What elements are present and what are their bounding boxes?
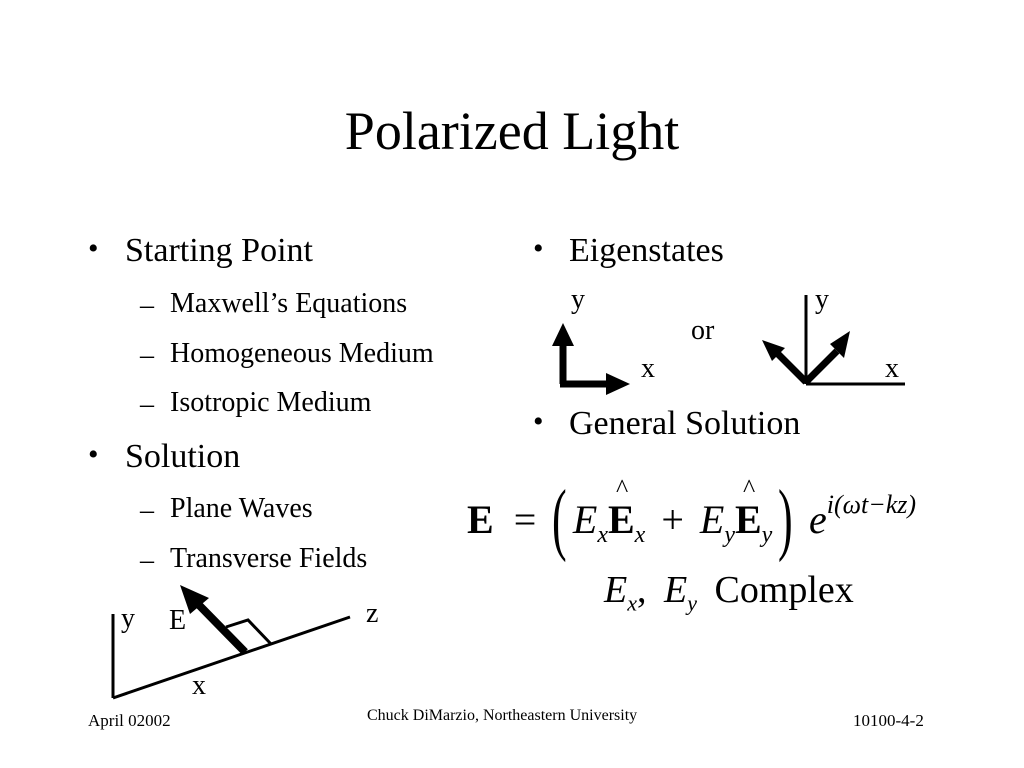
footer-date: April 02002 — [88, 711, 171, 730]
sub-transverse: Transverse Fields — [170, 543, 368, 574]
plane-z-label: z — [366, 598, 379, 629]
or-label: or — [691, 315, 715, 346]
plane-wave-diagram — [111, 585, 351, 700]
complex-statement: Ex, Ey Complex — [604, 569, 854, 616]
dash: – — [140, 545, 154, 576]
dash: – — [140, 495, 154, 526]
dash: – — [140, 389, 154, 420]
bullet-dot: • — [88, 232, 99, 265]
slide-title: Polarized Light — [344, 101, 680, 161]
dash: – — [140, 290, 154, 321]
bullet-starting-point: Starting Point — [125, 232, 313, 269]
bullet-solution: Solution — [125, 438, 241, 475]
eigen2-x-label: x — [885, 353, 899, 384]
eigen2-y-label: y — [815, 284, 829, 315]
bullet-dot: • — [533, 405, 544, 438]
bullet-general-solution: General Solution — [569, 405, 801, 442]
eigenstate-diagonal-diagram — [762, 295, 905, 386]
eigen1-y-label: y — [571, 284, 585, 315]
dash: – — [140, 340, 154, 371]
bullet-eigenstates: Eigenstates — [569, 232, 724, 269]
sub-maxwell: Maxwell’s Equations — [170, 288, 408, 319]
plane-y-label: y — [121, 603, 135, 634]
bullet-dot: • — [88, 438, 99, 471]
eigenstate-linear-diagram — [552, 323, 630, 395]
footer-page-number: 10100-4-2 — [853, 711, 924, 730]
eigen1-x-label: x — [641, 353, 655, 384]
plane-x-label: x — [192, 670, 206, 701]
plane-e-label: E — [169, 605, 187, 636]
footer-author: Chuck DiMarzio, Northeastern University — [367, 707, 638, 724]
sub-isotropic: Isotropic Medium — [170, 387, 372, 418]
sub-homogeneous: Homogeneous Medium — [170, 338, 434, 369]
general-solution-equation: E =(ExEx + EyEy) ei(ωt−kz) — [467, 474, 916, 565]
sub-plane-waves: Plane Waves — [170, 493, 313, 524]
bullet-dot: • — [533, 232, 544, 265]
